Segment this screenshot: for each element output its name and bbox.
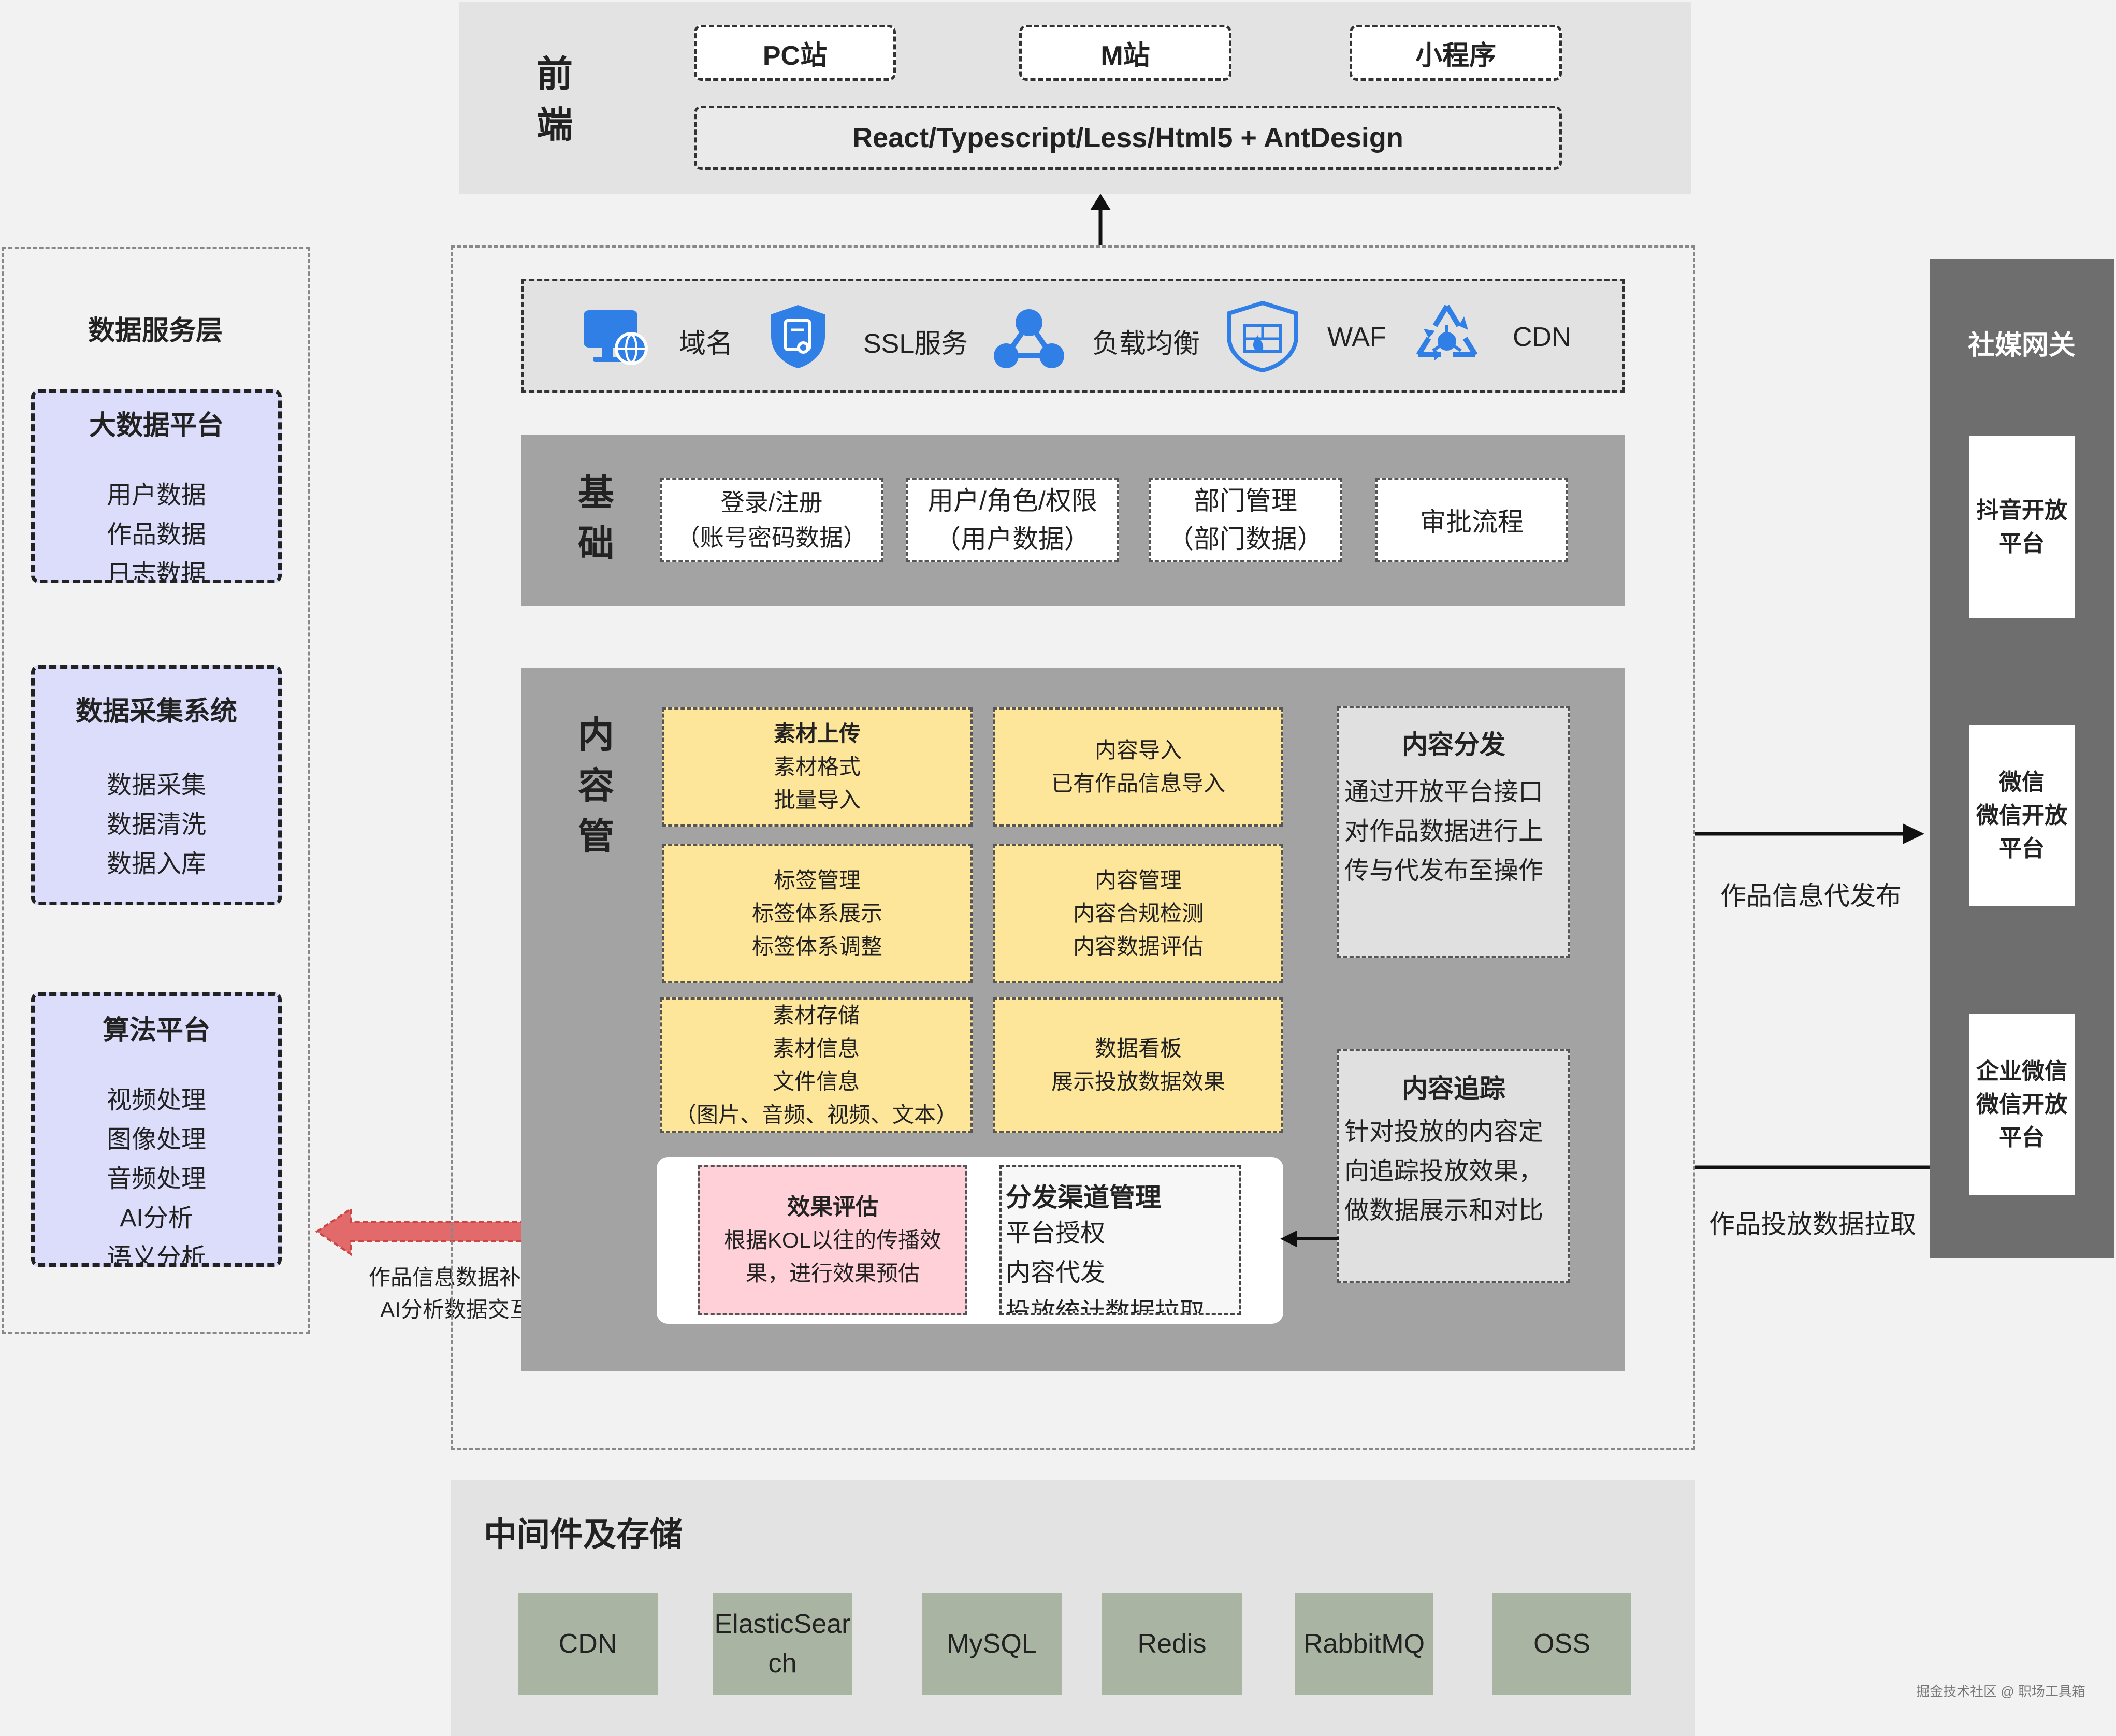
card-title: 内容追踪: [1402, 1074, 1505, 1103]
base-item-approval[interactable]: 审批流程: [1375, 478, 1568, 562]
group-bigdata[interactable]: 大数据平台 用户数据 作品数据 日志数据: [31, 389, 282, 583]
arrow-to-frontend: [1090, 194, 1111, 245]
middleware-elasticsearch[interactable]: ElasticSear ch: [713, 1593, 852, 1695]
card-content-import[interactable]: 内容导入 已有作品信息导入: [993, 707, 1283, 827]
line-pull: [1695, 1165, 1930, 1169]
arrow-publish: [1695, 823, 1924, 844]
group-title: 算法平台: [102, 1016, 210, 1046]
frontend-title: 前 端: [537, 54, 573, 145]
app-mini-program[interactable]: 小程序: [1350, 25, 1562, 81]
group-algorithm[interactable]: 算法平台 视频处理 图像处理 音频处理 AI分析 语义分析: [31, 992, 282, 1267]
infra-label-cdn: CDN: [1513, 322, 1571, 352]
load-balance-nodes-icon: [994, 309, 1064, 368]
app-mobile[interactable]: M站: [1019, 25, 1231, 81]
card-material-upload[interactable]: 素材上传 素材格式 批量导入: [662, 707, 973, 827]
platform-wecom[interactable]: 企业微信 微信开放 平台: [1969, 1014, 2075, 1195]
card-content-mgmt[interactable]: 内容管理 内容合规检测 内容数据评估: [993, 844, 1283, 983]
base-layer: 基 础 登录/注册 （账号密码数据） 用户/角色/权限 （用户数据） 部门管理 …: [521, 435, 1625, 606]
card-body: 通过开放平台接口 对作品数据进行上 传与代发布至操作: [1344, 778, 1544, 885]
middleware-cdn[interactable]: CDN: [518, 1593, 658, 1695]
social-gateway-title: 社媒网关: [1967, 330, 2076, 360]
middleware-layer: 中间件及存储 CDN ElasticSear ch MySQL Redis Ra…: [451, 1480, 1695, 1736]
evaluation-panel: 效果评估 根据KOL以往的传播效 果，进行效果预估 分发渠道管理 平台授权 内容…: [657, 1157, 1283, 1324]
middleware-title: 中间件及存储: [484, 1516, 683, 1553]
card-channel-mgmt[interactable]: 分发渠道管理 平台授权 内容代发 投放统计数据拉取: [999, 1165, 1241, 1315]
infra-strip: 域名 SSL服务 负载均衡 WAF: [521, 279, 1625, 393]
data-service-title: 数据服务层: [88, 316, 223, 346]
group-items: 用户数据 作品数据 日志数据: [106, 482, 206, 583]
watermark: 掘金技术社区 @ 职场工具箱: [1916, 1684, 2085, 1699]
base-item-rbac[interactable]: 用户/角色/权限 （用户数据）: [906, 478, 1119, 562]
base-item-login[interactable]: 登录/注册 （账号密码数据）: [660, 478, 883, 562]
card-title: 分发渠道管理: [1006, 1183, 1161, 1212]
content-layer: 内 容 管 素材上传 素材格式 批量导入 内容导入 已有作品信息导入 标签管理 …: [521, 668, 1625, 1371]
group-items: 数据采集 数据清洗 数据入库: [106, 772, 206, 878]
pull-label: 作品投放数据拉取: [1709, 1210, 1916, 1239]
backend-container: [451, 245, 1695, 1450]
social-gateway: 社媒网关 抖音开放 平台 微信 微信开放 平台 企业微信 微信开放 平台: [1930, 259, 2114, 1258]
monitor-globe-icon: [584, 310, 648, 365]
shield-certificate-icon: [771, 305, 825, 368]
middleware-mysql[interactable]: MySQL: [922, 1593, 1062, 1695]
infra-label-waf: WAF: [1327, 322, 1386, 352]
card-dashboard[interactable]: 数据看板 展示投放数据效果: [993, 997, 1283, 1133]
infra-label-ssl: SSL服务: [863, 329, 968, 359]
data-exchange-labels: 作品信息数据补充 AI分析数据交互: [368, 1265, 543, 1322]
group-items: 视频处理 图像处理 音频处理 AI分析 语义分析: [106, 1087, 206, 1267]
card-distribution[interactable]: 内容分发 通过开放平台接口 对作品数据进行上 传与代发布至操作: [1337, 706, 1570, 958]
card-tag-mgmt[interactable]: 标签管理 标签体系展示 标签体系调整: [662, 844, 973, 983]
card-body: 针对投放的内容定 向追踪投放效果， 做数据展示和对比: [1344, 1118, 1544, 1224]
card-title: 内容分发: [1402, 730, 1505, 759]
base-item-dept[interactable]: 部门管理 （部门数据）: [1149, 478, 1342, 562]
arrow-tracking-to-channel: [1280, 1231, 1339, 1247]
middleware-redis[interactable]: Redis: [1102, 1593, 1242, 1695]
platform-wechat[interactable]: 微信 微信开放 平台: [1969, 725, 2075, 906]
card-material-storage[interactable]: 素材存储 素材信息 文件信息 （图片、音频、视频、文本）: [660, 997, 973, 1133]
app-pc[interactable]: PC站: [694, 25, 896, 81]
group-collection[interactable]: 数据采集系统 数据采集 数据清洗 数据入库: [31, 665, 282, 905]
firewall-shield-icon: [1227, 300, 1298, 372]
card-effect-evaluation[interactable]: 效果评估 根据KOL以往的传播效 果，进行效果预估: [698, 1165, 967, 1315]
data-service-layer: [2, 247, 310, 1334]
card-body: 平台授权 内容代发 投放统计数据拉取: [1006, 1220, 1205, 1315]
platform-douyin[interactable]: 抖音开放 平台: [1969, 436, 2075, 618]
middleware-oss[interactable]: OSS: [1492, 1593, 1631, 1695]
group-title: 大数据平台: [89, 411, 224, 441]
frontend-layer: 前 端 PC站 M站 小程序 React/Typescript/Less/Htm…: [459, 2, 1691, 194]
card-tracking[interactable]: 内容追踪 针对投放的内容定 向追踪投放效果， 做数据展示和对比: [1337, 1049, 1570, 1283]
group-title: 数据采集系统: [75, 697, 237, 727]
infra-label-domain: 域名: [679, 329, 733, 359]
base-title: 基 础: [578, 472, 614, 563]
frontend-stack: React/Typescript/Less/Html5 + AntDesign: [694, 106, 1562, 170]
infra-label-lb: 负载均衡: [1092, 329, 1200, 359]
middleware-rabbitmq[interactable]: RabbitMQ: [1295, 1593, 1433, 1695]
cdn-recycle-icon: [1416, 305, 1478, 361]
content-title: 内 容 管: [578, 715, 614, 857]
publish-label: 作品信息代发布: [1720, 881, 1902, 910]
